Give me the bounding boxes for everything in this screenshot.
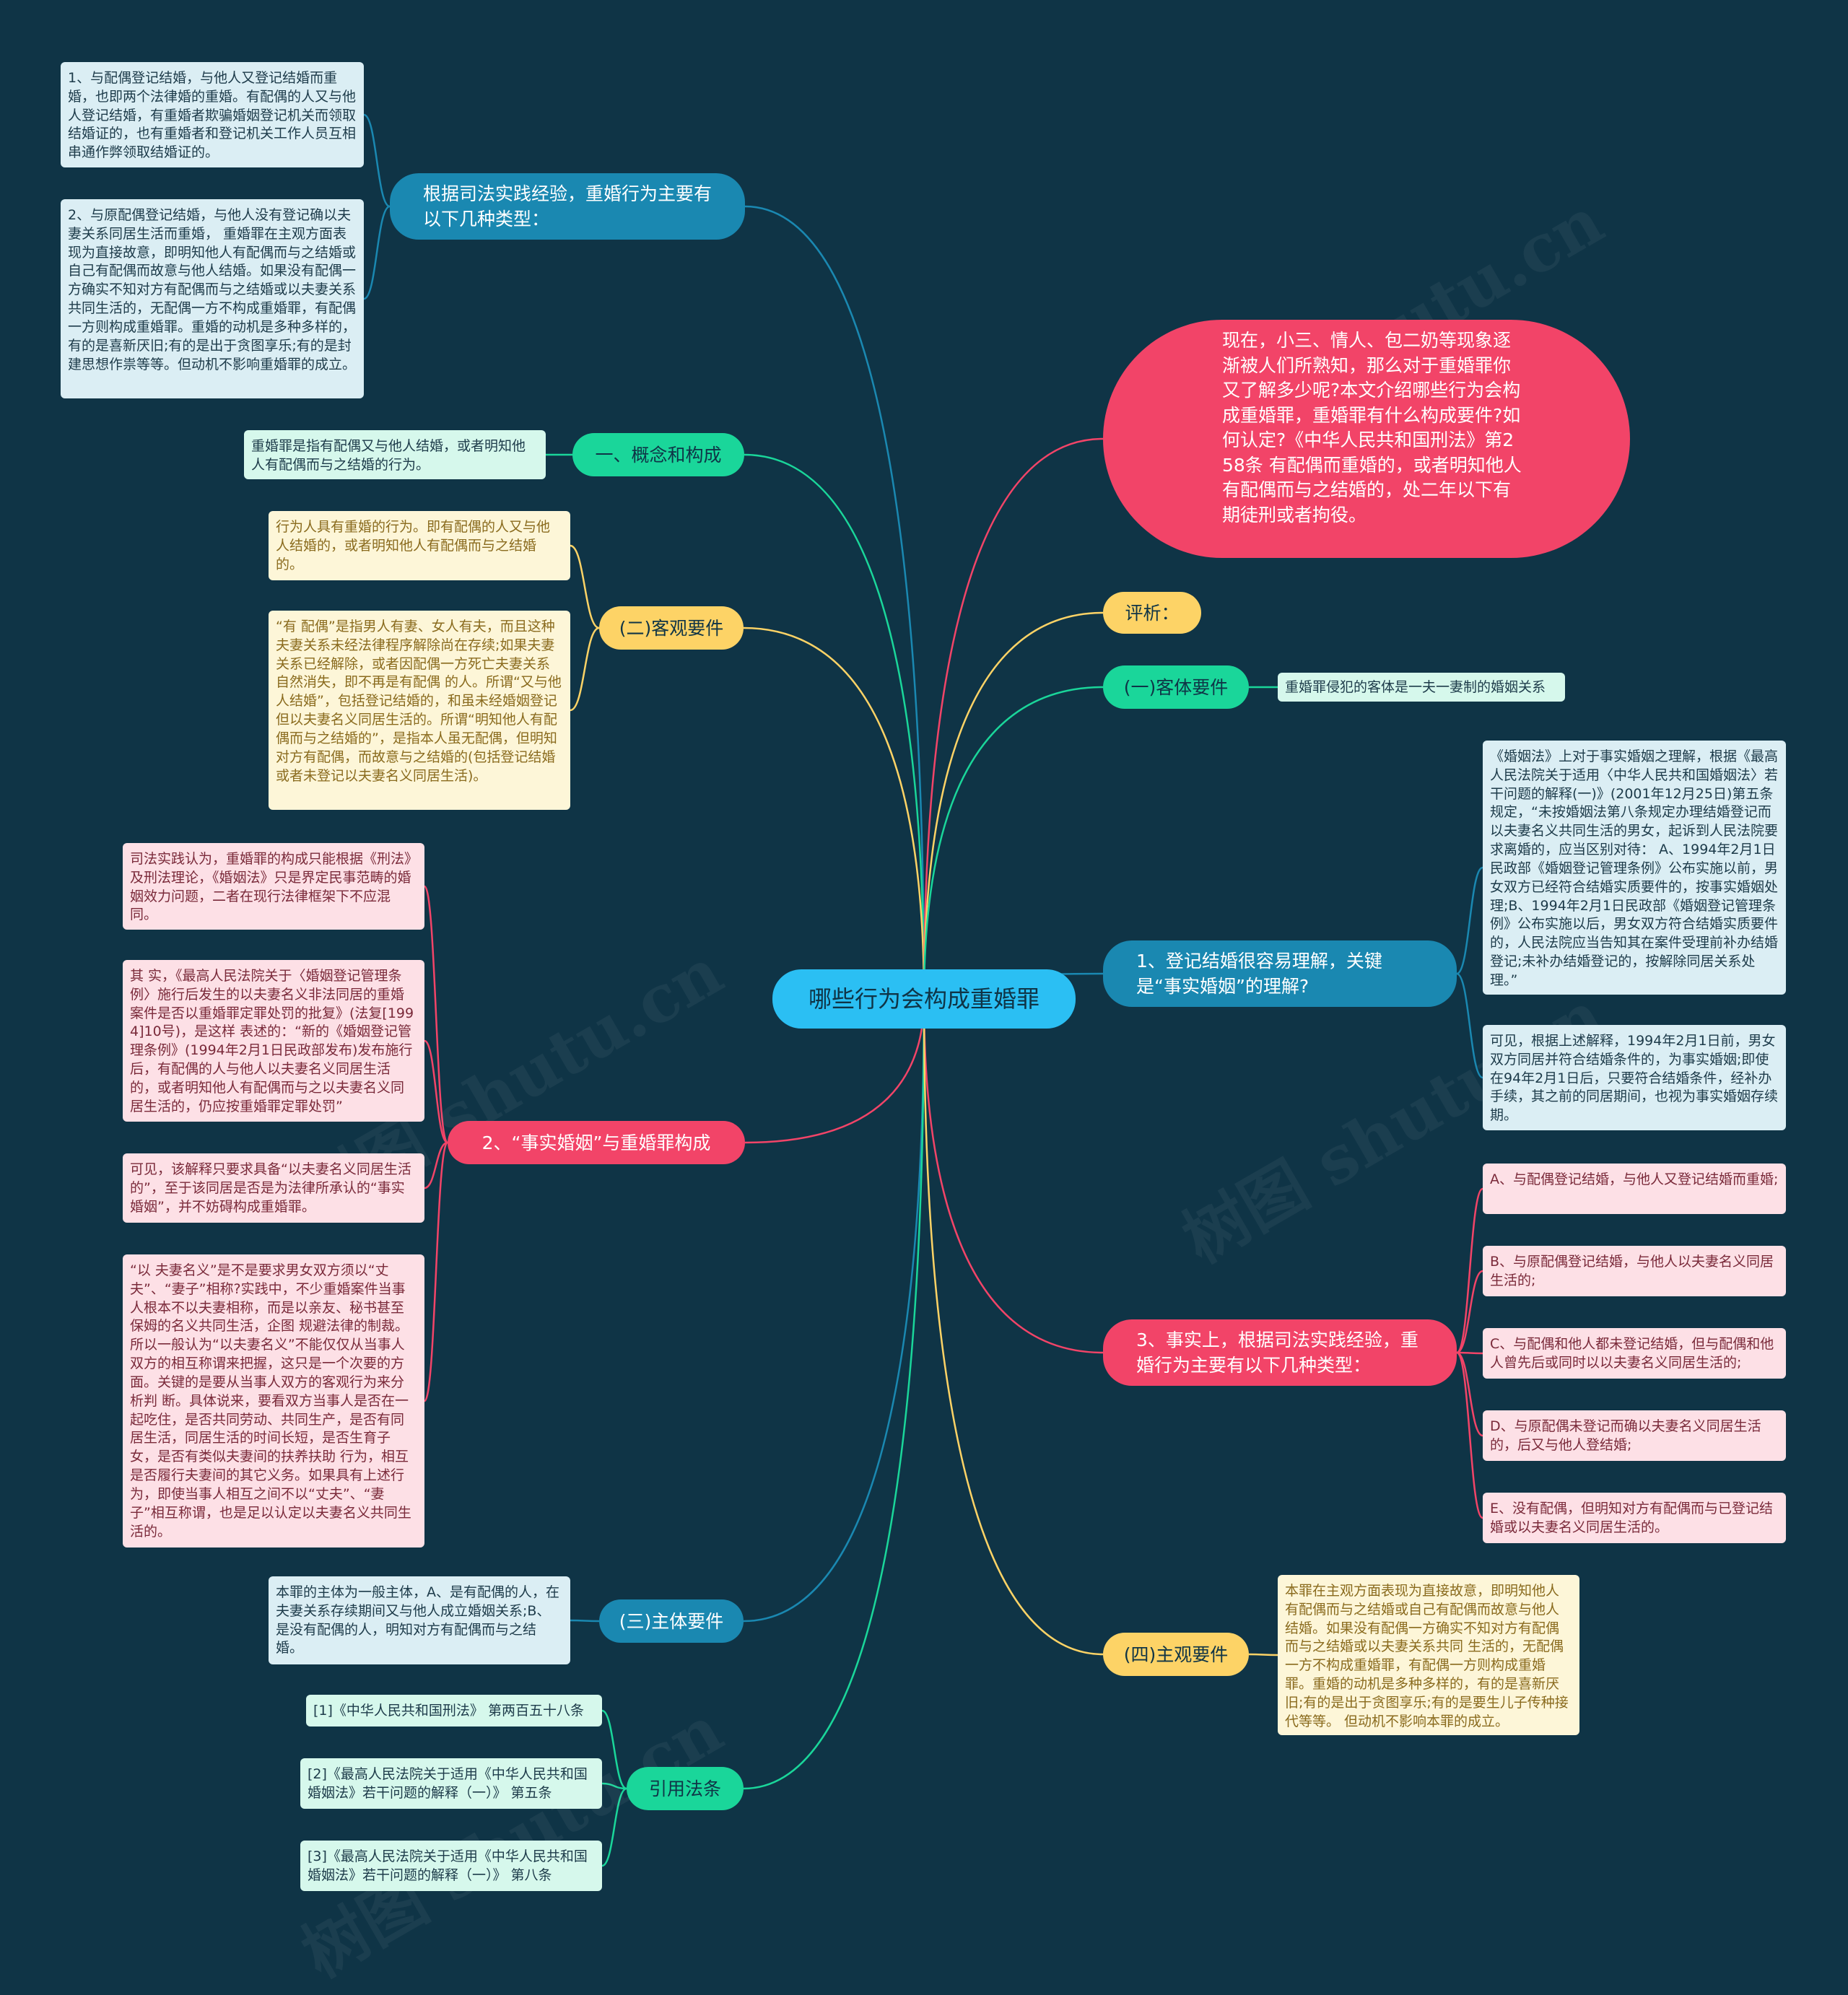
- mind-map-connectors: [363, 113, 1484, 1867]
- edge-practice-leaf-0: [1456, 1187, 1483, 1354]
- edge-intro: [923, 437, 1104, 1000]
- edge-de-facto-leaf-3: [423, 1141, 449, 1402]
- edge-types: [744, 205, 925, 1000]
- edge-practice-leaf-1: [1456, 1270, 1483, 1354]
- edge-subjective-leaf: [1248, 1653, 1278, 1656]
- edge-practice: [923, 998, 1104, 1354]
- types-item-2: 2、与原配偶登记结婚，与他人没有登记确以夫妻关系同居生活而重婚， 重婚罪在主观方…: [61, 199, 364, 398]
- branch-objective[interactable]: (二)客观要件: [599, 606, 744, 650]
- edge-objective-leaf-0: [570, 544, 600, 629]
- subjective-item-1: 本罪在主观方面表现为直接故意，即明知他人有配偶而与之结婚或自己有配偶而故意与他人…: [1278, 1575, 1579, 1735]
- branch-concept[interactable]: 一、概念和构成: [572, 433, 744, 476]
- law-item-2: [2]《最高人民法院关于适用《中华人民共和国婚姻法》若干问题的解释（一）》 第五…: [300, 1758, 602, 1809]
- practice-item-b: B、与原配偶登记结婚，与他人以夫妻名义同居生活的;: [1483, 1246, 1786, 1296]
- edge-laws: [743, 998, 925, 1790]
- edge-subject-leaf: [570, 1619, 600, 1623]
- de-facto-item-4: “以 夫妻名义”是不是要求男女双方须以“丈夫”、“妻子”相称?实践中，不少重婚案…: [123, 1254, 424, 1547]
- object-item-1: 重婚罪侵犯的客体是一夫一妻制的婚姻关系: [1278, 673, 1565, 702]
- edge-objective-leaf-1: [570, 627, 600, 712]
- branch-laws[interactable]: 引用法条: [627, 1767, 744, 1810]
- branch-object[interactable]: (一)客体要件: [1103, 665, 1249, 709]
- de-facto-item-3: 可见，该解释只要求具备“以夫妻名义同居生活的”，至于该同居是否是为法律所承认的“…: [123, 1153, 424, 1223]
- edge-laws-leaf-0: [601, 1709, 627, 1790]
- de-facto-item-2: 其 实，《最高人民法院关于〈婚姻登记管理条例〉施行后发生的以夫妻名义非法同居的重…: [123, 960, 424, 1122]
- branch-de-facto[interactable]: 2、“事实婚姻”与重婚罪构成: [448, 1121, 745, 1164]
- edge-de-facto-leaf-2: [424, 1141, 448, 1189]
- law-item-1: [1]《中华人民共和国刑法》 第两百五十八条: [306, 1695, 602, 1726]
- objective-item-1: 行为人具有重婚的行为。即有配偶的人又与他人结婚的，或者明知他人有配偶而与之结婚的…: [269, 511, 570, 580]
- law-item-3: [3]《最高人民法院关于适用《中华人民共和国婚姻法》若干问题的解释（一）》 第八…: [300, 1841, 602, 1891]
- concept-item-1: 重婚罪是指有配偶又与他人结婚，或者明知他人有配偶而与之结婚的行为。: [244, 430, 546, 479]
- intro-text: 现在，小三、情人、包二奶等现象逐渐被人们所熟知，那么对于重婚罪你又了解多少呢?本…: [1222, 330, 1522, 525]
- edge-laws-leaf-2: [601, 1787, 627, 1867]
- edge-registration-leaf-0: [1456, 866, 1483, 975]
- practice-item-d: D、与原配偶未登记而确以夫妻名义同居生活的，后又与他人登结婚;: [1483, 1410, 1786, 1461]
- branch-analysis[interactable]: 评析：: [1103, 592, 1201, 634]
- practice-item-a: A、与配偶登记结婚，与他人又登记结婚而重婚;: [1483, 1164, 1786, 1214]
- edge-objective: [743, 627, 925, 1000]
- types-item-1: 1、与配偶登记结婚，与他人又登记结婚而重婚，也即两个法律婚的重婚。有配偶的人又与…: [61, 62, 364, 167]
- edge-practice-leaf-4: [1455, 1351, 1484, 1519]
- edge-object: [923, 686, 1104, 1000]
- practice-item-e: E、没有配偶，但明知对方有配偶而与已登记结婚或以夫妻名义同居生活的。: [1483, 1493, 1786, 1543]
- edge-types-leaf-0: [363, 113, 391, 208]
- edge-types-leaf-1: [363, 205, 391, 300]
- intro-bubble[interactable]: 现在，小三、情人、包二奶等现象逐渐被人们所熟知，那么对于重婚罪你又了解多少呢?本…: [1103, 320, 1630, 558]
- subject-item-1: 本罪的主体为一般主体，A、是有配偶的人，在夫妻关系存续期间又与他人成立婚姻关系;…: [269, 1576, 570, 1664]
- edge-laws-leaf-1: [601, 1782, 627, 1790]
- branch-subjective[interactable]: (四)主观要件: [1103, 1633, 1249, 1676]
- edge-analysis: [923, 611, 1104, 1000]
- edge-subjective: [923, 998, 1104, 1656]
- edge-de-facto-leaf-1: [424, 1039, 448, 1144]
- edge-practice-leaf-3: [1456, 1351, 1483, 1437]
- edge-subject: [743, 998, 925, 1623]
- edge-de-facto-leaf-0: [423, 885, 449, 1144]
- registration-item-1: 《婚姻法》上对于事实婚姻之理解，根据《最高人民法院关于适用〈中华人民共和国婚姻法…: [1483, 741, 1786, 995]
- edge-concept: [744, 453, 925, 1000]
- edge-registration-leaf-1: [1456, 972, 1483, 1079]
- branch-registration[interactable]: 1、登记结婚很容易理解，关键是“事实婚姻”的理解?: [1103, 940, 1457, 1007]
- practice-item-c: C、与配偶和他人都未登记结婚，但与配偶和他人曾先后或同时以以夫妻名义同居生活的;: [1483, 1328, 1786, 1379]
- objective-item-2: “有 配偶”是指男人有妻、女人有夫，而且这种夫妻关系未经法律程序解除尚在存续;如…: [269, 611, 570, 810]
- branch-types[interactable]: 根据司法实践经验，重婚行为主要有以下几种类型：: [390, 173, 745, 240]
- branch-practice[interactable]: 3、事实上，根据司法实践经验，重婚行为主要有以下几种类型：: [1103, 1319, 1457, 1386]
- central-topic[interactable]: 哪些行为会构成重婚罪: [772, 969, 1076, 1029]
- branch-subject[interactable]: (三)主体要件: [599, 1599, 744, 1643]
- registration-item-2: 可见，根据上述解释，1994年2月1日前，男女双方同居并符合结婚条件的，为事实婚…: [1483, 1025, 1786, 1130]
- de-facto-item-1: 司法实践认为，重婚罪的构成只能根据《刑法》及刑法理论，《婚姻法》只是界定民事范畴…: [123, 843, 424, 930]
